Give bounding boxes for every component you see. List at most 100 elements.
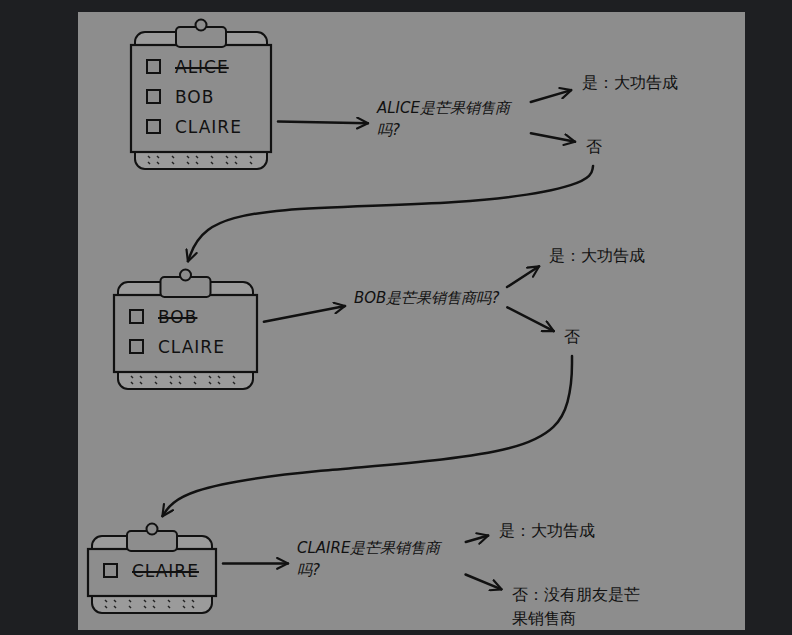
outcome-text: 否 — [564, 325, 580, 349]
flow-arrow — [223, 562, 288, 565]
texture-dot — [172, 162, 174, 164]
person-name: BOB — [158, 307, 197, 327]
texture-dot — [129, 600, 131, 602]
texture-dot — [179, 376, 181, 378]
texture-dot — [155, 382, 157, 384]
texture-dot — [131, 382, 133, 384]
texture-dot — [183, 606, 185, 608]
texture-dot — [226, 156, 228, 158]
checkbox — [129, 339, 144, 354]
person-name: BOB — [175, 87, 214, 107]
flow-arrow — [466, 574, 502, 589]
question-step: BOB是芒果销售商吗? — [352, 287, 502, 309]
texture-dot — [187, 156, 189, 158]
checkbox — [146, 59, 161, 74]
outcome: 否：没有朋友是芒果销售商 — [508, 582, 653, 632]
texture-dot — [194, 376, 196, 378]
texture-dot — [172, 156, 174, 158]
question-step: ALICE是芒果销售商吗? — [375, 97, 525, 141]
outcome: 否 — [582, 134, 606, 160]
checkbox — [103, 563, 118, 578]
texture-dot — [192, 606, 194, 608]
clipboard-illustration — [113, 268, 258, 390]
flow-arrow — [264, 306, 345, 322]
texture-dot — [250, 162, 252, 164]
flow-arrow — [531, 133, 575, 141]
texture-dot — [114, 606, 116, 608]
question-text: BOB是芒果销售商吗? — [354, 287, 500, 309]
clipboard-list: BOB CLAIRE — [113, 268, 258, 390]
texture-dot — [140, 382, 142, 384]
texture-dot — [148, 156, 150, 158]
texture-dot — [168, 606, 170, 608]
texture-dot — [235, 156, 237, 158]
list-item: CLAIRE — [146, 112, 260, 142]
question-step: CLAIRE是芒果销售商吗? — [295, 537, 460, 581]
flow-arrow — [466, 536, 489, 542]
texture-dot — [209, 376, 211, 378]
clipboard-paper — [131, 45, 271, 152]
person-name: CLAIRE — [158, 337, 225, 357]
board-texture — [105, 600, 194, 608]
outcome-text: 否 — [586, 135, 602, 159]
texture-dot — [131, 376, 133, 378]
texture-dot — [187, 162, 189, 164]
texture-dot — [196, 162, 198, 164]
texture-dot — [211, 162, 213, 164]
texture-dot — [105, 600, 107, 602]
texture-dot — [114, 600, 116, 602]
texture-dot — [153, 606, 155, 608]
clip-ring — [180, 270, 191, 281]
texture-dot — [196, 156, 198, 158]
flow-arrow — [507, 266, 539, 287]
list-item: CLAIRE — [129, 332, 246, 362]
texture-dot — [192, 600, 194, 602]
flow-arrow — [507, 307, 553, 331]
flow-arrow — [531, 90, 572, 102]
texture-dot — [218, 382, 220, 384]
texture-dot — [168, 600, 170, 602]
outcome: 是：大功告成 — [578, 70, 682, 96]
texture-dot — [233, 382, 235, 384]
texture-dot — [105, 606, 107, 608]
outcome-text: 是：大功告成 — [549, 244, 645, 268]
texture-dot — [170, 382, 172, 384]
board-texture — [148, 156, 252, 164]
outcome: 是：大功告成 — [545, 243, 649, 269]
clip-ring — [147, 524, 158, 535]
checkbox — [146, 119, 161, 134]
texture-dot — [155, 376, 157, 378]
texture-dot — [153, 600, 155, 602]
texture-dot — [170, 376, 172, 378]
outcome-text: 是：大功告成 — [582, 71, 678, 95]
question-text: ALICE是芒果销售商吗? — [377, 97, 523, 141]
texture-dot — [226, 162, 228, 164]
clipboard-paper — [88, 549, 216, 596]
texture-dot — [218, 376, 220, 378]
outcome: 是：大功告成 — [495, 518, 599, 544]
outcome: 否 — [560, 324, 584, 350]
list-item: BOB — [129, 302, 246, 332]
texture-dot — [211, 156, 213, 158]
texture-dot — [209, 382, 211, 384]
texture-dot — [179, 382, 181, 384]
clip-ring — [196, 20, 207, 31]
texture-dot — [144, 600, 146, 602]
outcome-text: 是：大功告成 — [499, 519, 595, 543]
clipboard-paper — [114, 295, 257, 372]
clipboard-list: ALICE BOB CLAIRE — [130, 18, 272, 170]
texture-dot — [194, 382, 196, 384]
clipboard-list: CLAIRE — [87, 522, 217, 614]
checkbox — [129, 309, 144, 324]
list-item: BOB — [146, 82, 260, 112]
texture-dot — [144, 606, 146, 608]
person-name: ALICE — [175, 57, 229, 77]
flow-arrow — [188, 166, 593, 261]
texture-dot — [235, 162, 237, 164]
texture-dot — [183, 600, 185, 602]
texture-dot — [250, 156, 252, 158]
list-item: ALICE — [146, 52, 260, 82]
texture-dot — [148, 162, 150, 164]
person-name: CLAIRE — [175, 117, 242, 137]
question-text: CLAIRE是芒果销售商吗? — [297, 537, 458, 581]
